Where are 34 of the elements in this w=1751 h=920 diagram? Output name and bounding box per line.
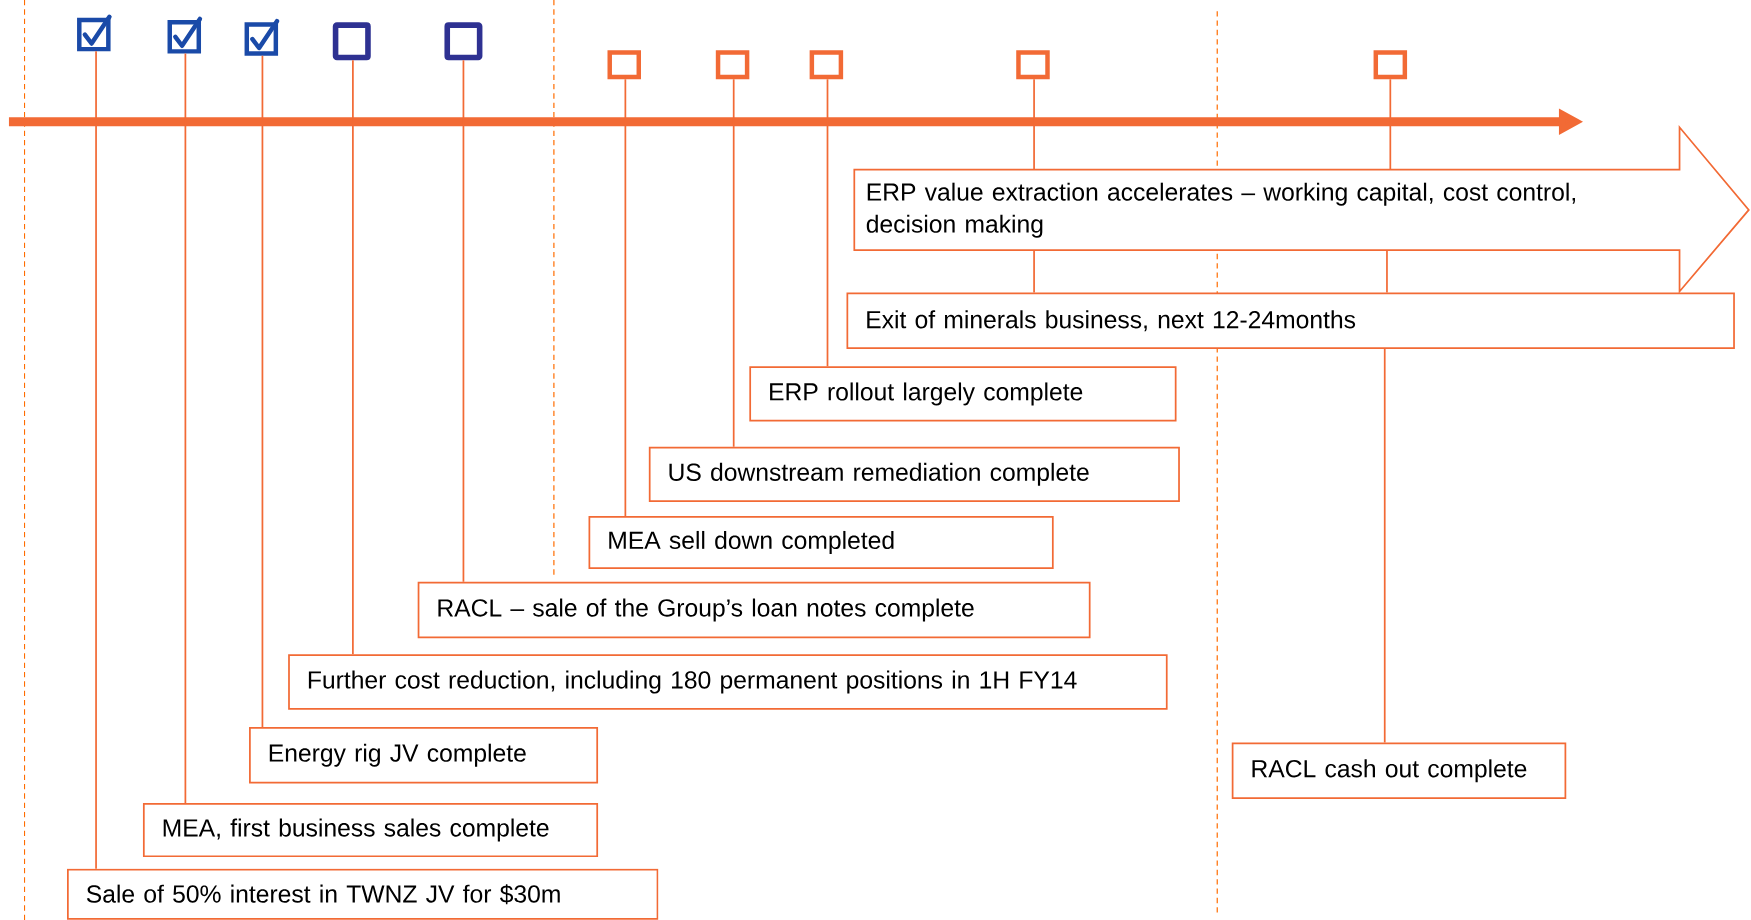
event-box: Energy rig JV complete bbox=[249, 726, 599, 784]
event-box: RACL – sale of the Group’s loan notes complete bbox=[417, 581, 1091, 639]
leader-line bbox=[184, 52, 187, 804]
event-box: MEA sell down completed bbox=[588, 515, 1054, 569]
event-box: MEA, first business sales complete bbox=[142, 802, 599, 858]
checked-checkbox bbox=[244, 18, 280, 56]
milestone-box bbox=[1016, 50, 1050, 80]
leader-line bbox=[462, 59, 465, 583]
leader-line bbox=[624, 78, 627, 517]
leader-line bbox=[1386, 249, 1388, 294]
event-box: ERP rollout largely complete bbox=[749, 366, 1177, 422]
milestone-box bbox=[1373, 50, 1408, 80]
milestone-box bbox=[715, 50, 750, 80]
leader-line bbox=[95, 50, 97, 870]
leader-line bbox=[1033, 78, 1035, 171]
node-label: ERP value extraction accelerates – working capital, cost control, decision making bbox=[866, 182, 1575, 238]
checked-checkbox bbox=[167, 16, 203, 54]
checked-checkbox bbox=[77, 14, 112, 52]
milestone-box bbox=[809, 50, 844, 80]
event-box: Further cost reduction, including 180 permanent positions in 1H FY14 bbox=[288, 654, 1168, 710]
leader-line bbox=[1389, 78, 1392, 171]
event-box: US downstream remediation complete bbox=[648, 446, 1180, 502]
leader-line bbox=[732, 78, 735, 448]
leader-line bbox=[261, 54, 264, 728]
empty-checkbox bbox=[444, 22, 483, 61]
leader-line bbox=[1383, 348, 1386, 744]
milestone-box bbox=[607, 50, 641, 80]
leader-line bbox=[352, 59, 354, 656]
event-box: Exit of minerals business, next 12-24months bbox=[846, 292, 1735, 349]
empty-checkbox bbox=[332, 22, 371, 61]
leader-line bbox=[1033, 249, 1035, 294]
leader-line bbox=[826, 78, 829, 368]
event-box: Sale of 50% interest in TWNZ JV for $30m bbox=[67, 868, 659, 920]
event-box: RACL cash out complete bbox=[1231, 742, 1567, 799]
